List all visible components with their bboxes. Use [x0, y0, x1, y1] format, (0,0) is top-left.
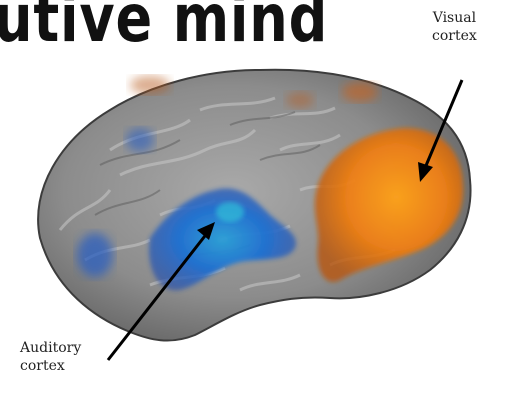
auditory-label-line1: Auditory [20, 340, 81, 358]
visual-label-line2: cortex [432, 28, 477, 46]
visual-cortex-label: Visual cortex [432, 10, 477, 45]
auditory-cortex-label: Auditory cortex [20, 340, 81, 375]
visual-label-line1: Visual [432, 10, 477, 28]
auditory-label-line2: cortex [20, 358, 81, 376]
